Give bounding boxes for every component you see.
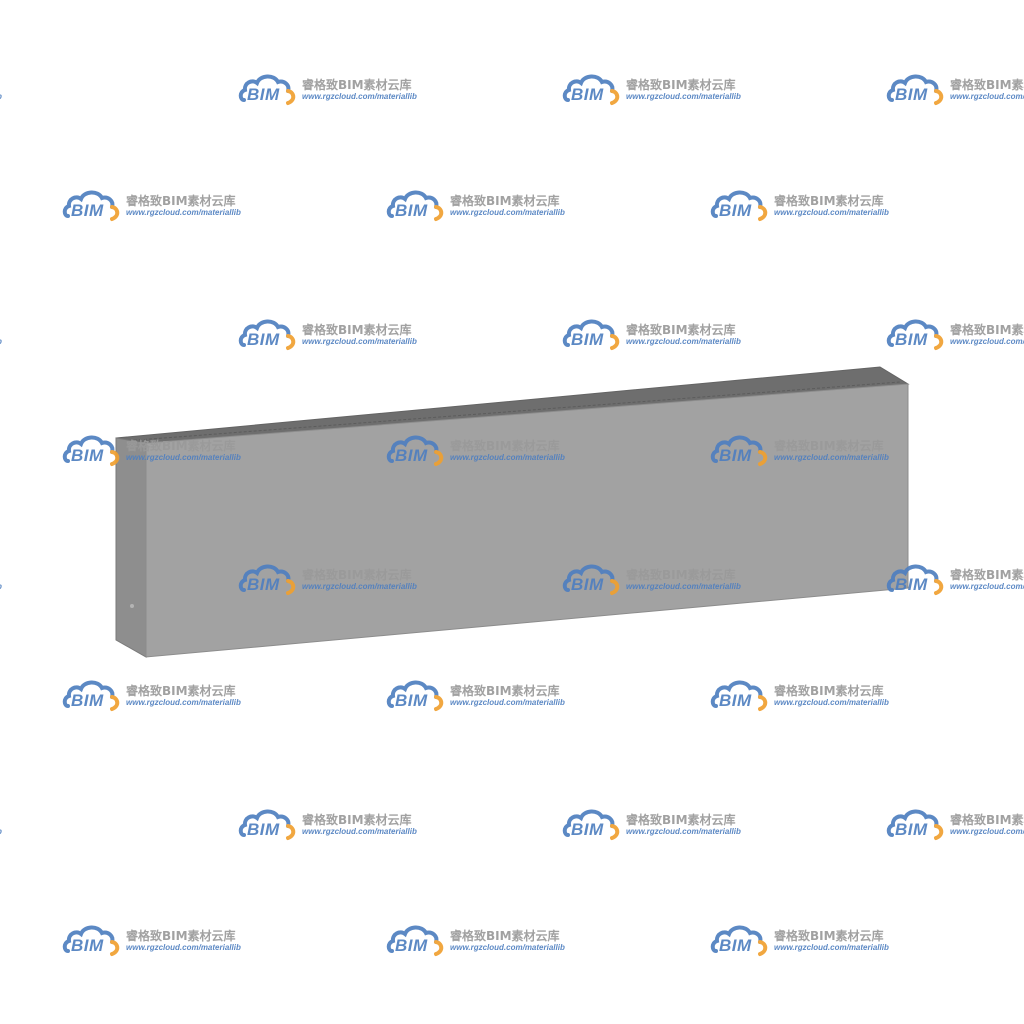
box-connector-dot	[130, 604, 134, 608]
box-left-face	[115, 437, 147, 658]
